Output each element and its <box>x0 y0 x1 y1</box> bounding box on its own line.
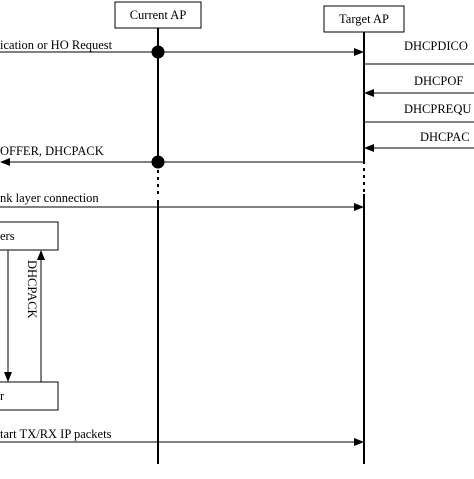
left-box-top <box>0 221 59 251</box>
current-ap-label: Current AP <box>130 8 187 22</box>
vertical-label-dhcpack: DHCPACK <box>25 260 39 319</box>
left-box-bottom <box>0 381 59 411</box>
message-label-dhcpdiscover: DHCPDICO <box>404 39 468 53</box>
message-label-dhcpoffer: DHCPOF <box>414 74 463 88</box>
message-label-start-tx-rx: tart TX/RX IP packets <box>0 427 112 441</box>
left-box-top-label: ers <box>0 229 15 243</box>
message-label-dhcprequest: DHCPREQU <box>404 102 471 116</box>
current-ap-box <box>114 1 202 29</box>
target-ap-label: Target AP <box>339 12 389 26</box>
left-box-bottom-label: r <box>0 389 5 403</box>
message-label-offer-ack: OFFER, DHCPACK <box>0 144 104 158</box>
target-ap-box <box>323 5 405 33</box>
ho-request-junction-dot <box>151 45 165 59</box>
message-label-link-layer: nk layer connection <box>0 191 99 205</box>
message-label-dhcpack-right: DHCPAC <box>420 130 470 144</box>
message-label-ho-request: ication or HO Request <box>0 38 113 52</box>
offer-ack-junction-dot <box>151 155 165 169</box>
